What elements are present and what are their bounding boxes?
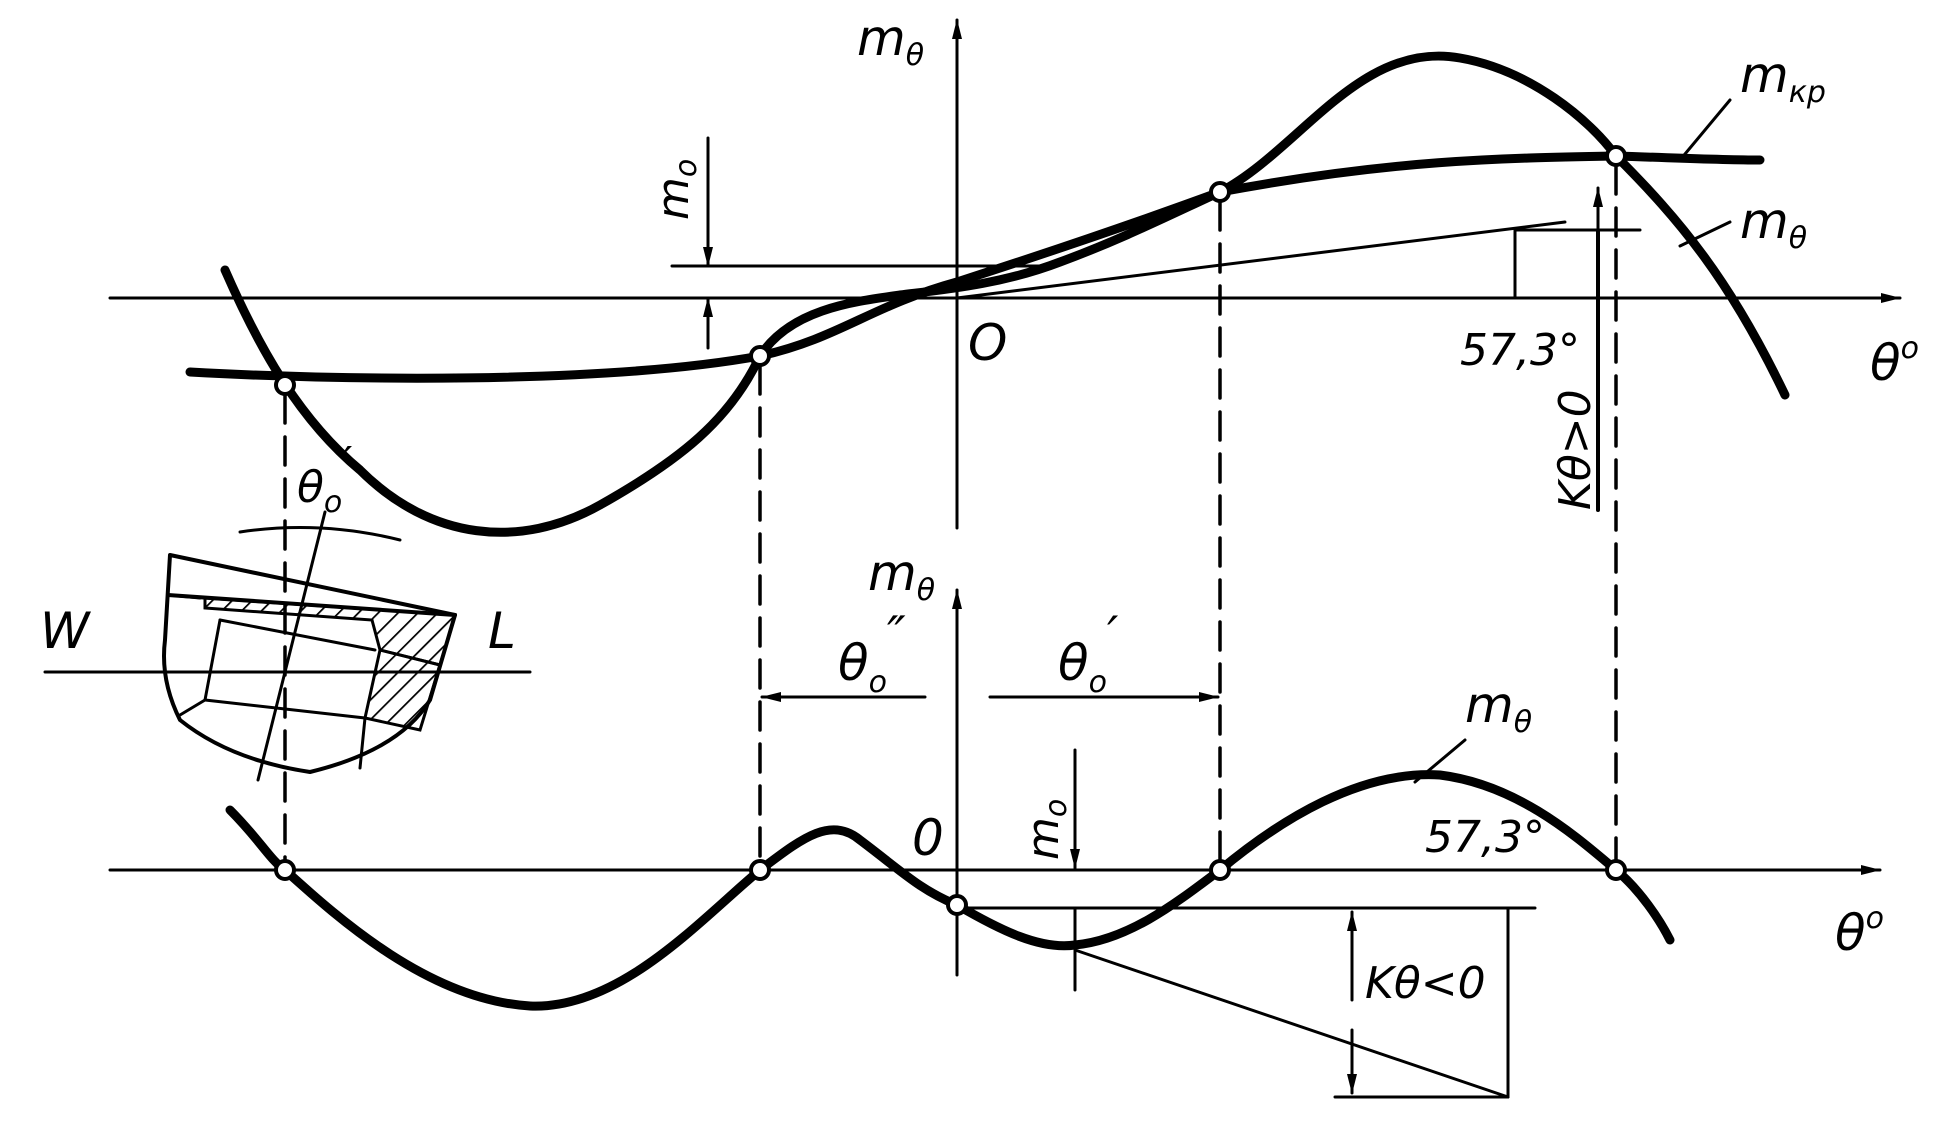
vessel-frame-1 bbox=[203, 618, 222, 702]
lower-origin-label: 0 bbox=[912, 809, 944, 867]
upper-point-4 bbox=[1605, 145, 1627, 167]
upper-mtheta-label: mθ bbox=[1740, 192, 1807, 256]
upper-y-axis-label: mθ bbox=[857, 9, 924, 73]
upper-mkr-label: mкр bbox=[1740, 46, 1826, 110]
vessel-hull bbox=[162, 553, 457, 774]
upper-x-axis-label: θo bbox=[1870, 331, 1919, 392]
vessel-frame-4 bbox=[178, 698, 207, 717]
vessel-hatched-side bbox=[363, 648, 442, 732]
vessel-sketch: W L θo′ bbox=[40, 438, 532, 782]
upper-point-1 bbox=[274, 374, 296, 396]
upper-mkr-pointer bbox=[1678, 98, 1732, 162]
upper-plot: mθ θo O mo mкр mθ 57,3° Kθ>0 bbox=[108, 9, 1919, 537]
vessel-tilted-axis bbox=[256, 510, 327, 782]
vessel-l-label: L bbox=[488, 602, 516, 660]
vessel-frame-6 bbox=[166, 593, 202, 600]
lower-x-axis-label: θo bbox=[1835, 901, 1884, 962]
vessel-angle-arc bbox=[238, 526, 402, 542]
upper-angle-label: 57,3° bbox=[1460, 325, 1580, 376]
upper-slope-label: Kθ>0 bbox=[1550, 389, 1601, 510]
lower-point-3 bbox=[1209, 859, 1231, 881]
lower-tangent-line bbox=[1073, 948, 1510, 1099]
lower-slope-label: Kθ<0 bbox=[1365, 958, 1486, 1009]
upper-mtheta-pointer bbox=[1678, 220, 1732, 248]
projection-lines bbox=[283, 164, 1618, 872]
upper-tangent-line bbox=[955, 220, 1567, 300]
upper-point-3 bbox=[1209, 181, 1231, 203]
lower-point-4 bbox=[1605, 859, 1627, 881]
upper-m0-label: mo bbox=[648, 159, 704, 220]
vessel-w-label: W bbox=[40, 602, 91, 660]
vessel-frame-2 bbox=[203, 698, 367, 720]
lower-angle-label: 57,3° bbox=[1425, 812, 1545, 863]
upper-point-2 bbox=[749, 345, 771, 367]
lower-curve-label: mθ bbox=[1465, 676, 1532, 740]
upper-curve-mtheta bbox=[220, 51, 1790, 537]
lower-plot: mθ θo 0 mo mθ 57,3° Kθ<0 θo″ θo′ bbox=[108, 544, 1884, 1099]
vessel-frame-5 bbox=[358, 716, 367, 770]
lower-theta-double-prime-label: θo″ bbox=[838, 606, 906, 700]
vessel-frame-3 bbox=[218, 618, 377, 652]
vessel-angle-label: θo′ bbox=[297, 438, 352, 520]
lower-point-2 bbox=[749, 859, 771, 881]
lower-point-origin bbox=[946, 894, 968, 916]
upper-origin-label: O bbox=[968, 314, 1007, 372]
lower-theta-prime-label: θo′ bbox=[1058, 606, 1119, 700]
lower-point-1 bbox=[274, 859, 296, 881]
lower-m0-label: mo bbox=[1018, 799, 1074, 860]
lower-curve-pointer bbox=[1413, 738, 1467, 784]
lower-y-axis-label: mθ bbox=[868, 544, 935, 608]
